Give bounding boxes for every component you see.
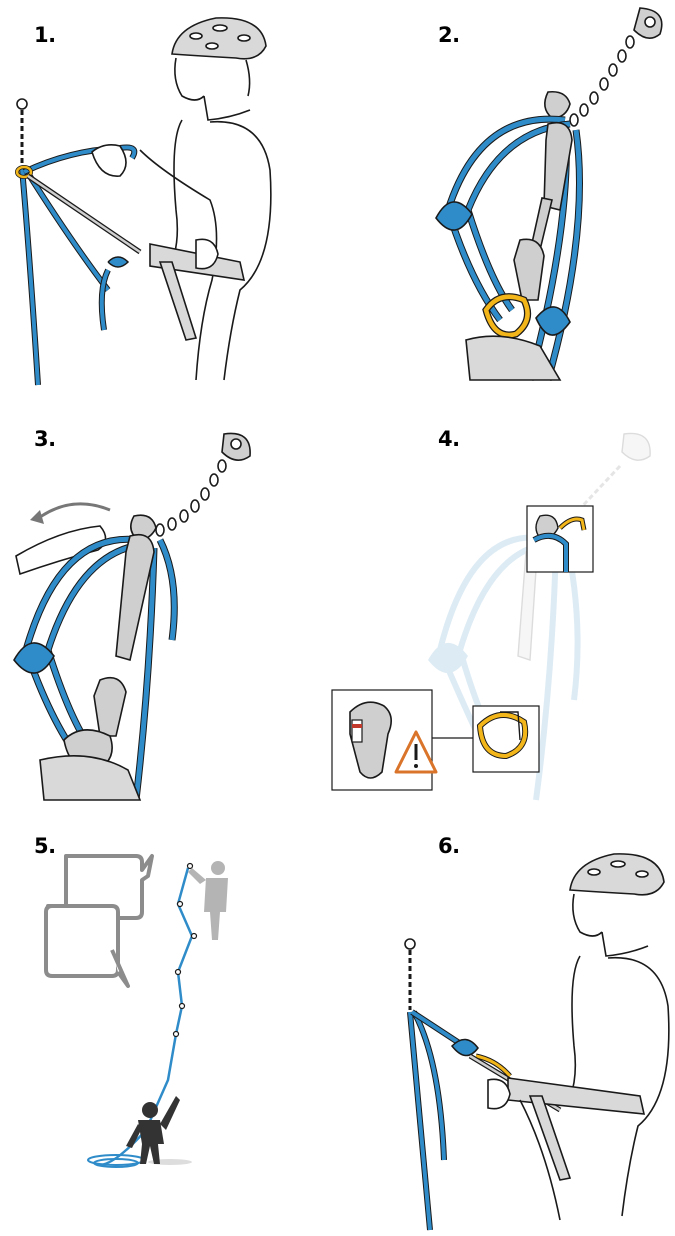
panel-2 bbox=[436, 8, 662, 380]
panel-5 bbox=[46, 856, 228, 1167]
panel-3 bbox=[14, 433, 250, 800]
panel-4 bbox=[332, 433, 650, 800]
panel-1 bbox=[17, 18, 271, 385]
panel-6 bbox=[405, 854, 669, 1230]
anchor-icon bbox=[405, 939, 415, 1010]
climber-icon bbox=[188, 861, 228, 940]
anchor-icon bbox=[17, 99, 27, 170]
speech-bubble-icon bbox=[46, 906, 128, 986]
climber-icon bbox=[126, 1096, 180, 1164]
climber-figure-6 bbox=[488, 854, 669, 1220]
climber-figure-1 bbox=[92, 18, 271, 380]
chain-icon bbox=[156, 460, 226, 536]
chain-icon bbox=[570, 36, 634, 126]
